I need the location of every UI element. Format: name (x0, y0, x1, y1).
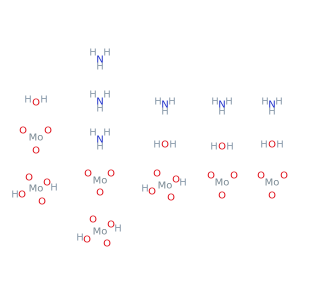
atom-nitrogen: N (218, 100, 225, 111)
atom-oxygen: O (172, 175, 180, 186)
atom-oxygen: O (161, 140, 169, 151)
atom-oxygen: O (44, 126, 52, 137)
atom-oxygen: O (257, 171, 265, 182)
atom-hydrogen: H (89, 90, 97, 101)
atom-oxygen: O (18, 190, 26, 201)
atom-oxygen: O (103, 239, 111, 250)
atom-hydrogen: H (226, 142, 234, 153)
atom-hydrogen: H (89, 128, 97, 139)
atom-molybdenum: Mo (29, 133, 44, 144)
atom-hydrogen: H (275, 97, 283, 108)
atom-oxygen: O (25, 173, 33, 184)
atom-hydrogen: H (161, 107, 169, 118)
atom-oxygen: O (32, 98, 40, 109)
atom-hydrogen: H (103, 90, 111, 101)
atom-molybdenum: Mo (158, 181, 173, 192)
atom-hydrogen: H (225, 97, 233, 108)
atom-oxygen: O (32, 146, 40, 157)
atom-oxygen: O (89, 215, 97, 226)
atom-oxygen: O (38, 197, 46, 208)
atom-oxygen: O (230, 171, 238, 182)
atom-hydrogen: H (261, 97, 269, 108)
atom-hydrogen: H (96, 104, 104, 115)
atom-molybdenum: Mo (93, 227, 108, 238)
atom-hydrogen: H (103, 128, 111, 139)
atom-nitrogen: N (161, 100, 168, 111)
atom-hydrogen: H (268, 107, 276, 118)
atom-oxygen: O (148, 187, 156, 198)
atom-molybdenum: Mo (29, 184, 44, 195)
atom-hydrogen: H (103, 48, 111, 59)
atom-oxygen: O (107, 169, 115, 180)
atom-oxygen: O (83, 235, 91, 246)
atom-hydrogen: H (179, 178, 187, 189)
atom-hydrogen: H (141, 184, 149, 195)
atom-oxygen: O (19, 126, 27, 137)
atom-nitrogen: N (268, 100, 275, 111)
atom-oxygen: O (280, 171, 288, 182)
atom-oxygen: O (107, 220, 115, 231)
atom-oxygen: O (43, 178, 51, 189)
atom-hydrogen: H (153, 140, 161, 151)
atom-hydrogen: H (211, 97, 219, 108)
atom-hydrogen: H (154, 97, 162, 108)
atom-nitrogen: N (96, 135, 103, 146)
atom-hydrogen: H (276, 140, 284, 151)
atom-hydrogen: H (40, 95, 48, 106)
atom-oxygen: O (167, 193, 175, 204)
atom-hydrogen: H (11, 190, 19, 201)
atom-oxygen: O (96, 188, 104, 199)
atom-oxygen: O (84, 169, 92, 180)
atom-oxygen: O (218, 191, 226, 202)
atom-hydrogen: H (260, 140, 268, 151)
atom-molybdenum: Mo (215, 178, 230, 189)
atom-hydrogen: H (24, 95, 32, 106)
atom-oxygen: O (268, 140, 276, 151)
atom-hydrogen: H (210, 142, 218, 153)
atom-hydrogen: H (96, 62, 104, 73)
atom-oxygen: O (207, 171, 215, 182)
atom-hydrogen: H (114, 224, 122, 235)
atom-oxygen: O (268, 191, 276, 202)
canvas-background (0, 0, 300, 300)
atom-oxygen: O (153, 169, 161, 180)
atom-hydrogen: H (96, 142, 104, 153)
atom-hydrogen: H (168, 97, 176, 108)
atom-oxygen: O (218, 142, 226, 153)
atom-hydrogen: H (169, 140, 177, 151)
atom-molybdenum: Mo (93, 176, 108, 187)
atom-hydrogen: H (218, 107, 226, 118)
atom-hydrogen: H (50, 183, 58, 194)
atom-nitrogen: N (96, 97, 103, 108)
atom-nitrogen: N (96, 55, 103, 66)
atom-molybdenum: Mo (265, 178, 280, 189)
atom-hydrogen: H (89, 48, 97, 59)
atom-hydrogen: H (76, 233, 84, 244)
